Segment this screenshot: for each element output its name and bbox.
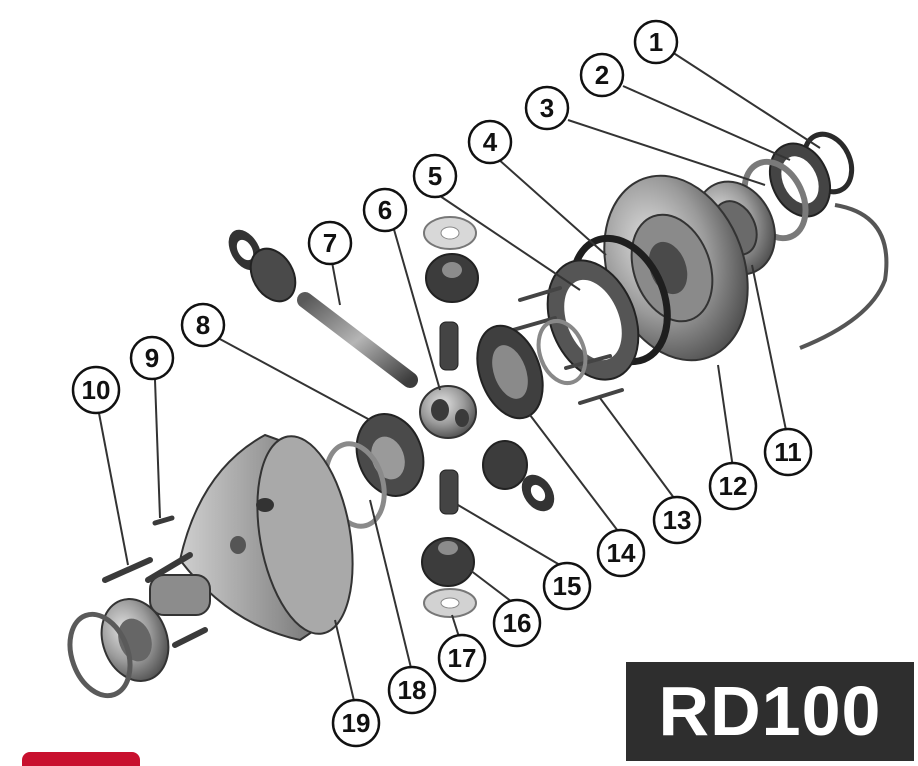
part-9-screw — [152, 515, 175, 526]
svg-text:11: 11 — [774, 437, 802, 467]
pinion-gear-upper — [423, 216, 479, 303]
callout-10: 10 — [71, 365, 121, 415]
svg-text:13: 13 — [663, 505, 692, 535]
callout-2: 2 — [579, 52, 625, 98]
part-15-pin — [439, 469, 459, 515]
svg-text:14: 14 — [607, 538, 636, 568]
part-5-clutch-ring — [546, 259, 640, 381]
svg-text:17: 17 — [448, 643, 477, 673]
svg-text:15: 15 — [553, 571, 582, 601]
part-6-spacer-block — [419, 321, 477, 439]
model-badge: RD100 — [626, 662, 914, 761]
pinion-gear-lower-right — [482, 440, 555, 512]
callout-5: 5 — [412, 153, 458, 199]
callout-15: 15 — [542, 561, 592, 611]
part-12-flange-cap — [603, 174, 749, 362]
part-10-bolts — [102, 552, 208, 648]
callout-11: 11 — [763, 427, 813, 477]
svg-text:12: 12 — [719, 471, 748, 501]
callout-16: 16 — [492, 598, 542, 648]
callout-4: 4 — [467, 119, 513, 165]
svg-text:16: 16 — [503, 608, 532, 638]
callout-8: 8 — [180, 302, 226, 348]
part-7-cross-shaft — [297, 292, 418, 388]
svg-text:1: 1 — [649, 27, 663, 57]
callout-18: 18 — [387, 665, 437, 715]
bearing-lower-left — [67, 598, 170, 699]
corner-tab — [22, 752, 140, 766]
svg-text:2: 2 — [595, 60, 609, 90]
leader-lines — [97, 51, 821, 706]
callout-6: 6 — [362, 187, 408, 233]
side-gear-left-upper — [228, 229, 297, 303]
svg-text:7: 7 — [323, 228, 337, 258]
callout-17: 17 — [437, 633, 487, 683]
svg-text:8: 8 — [196, 310, 210, 340]
svg-text:18: 18 — [398, 675, 427, 705]
svg-text:9: 9 — [145, 343, 159, 373]
part-13-springs — [511, 286, 624, 405]
callout-12: 12 — [708, 461, 758, 511]
part-16-pinion-gear — [421, 537, 475, 587]
svg-text:6: 6 — [378, 195, 392, 225]
part-2-seal — [768, 142, 832, 218]
callout-14: 14 — [596, 528, 646, 578]
part-14-side-gear — [476, 319, 588, 420]
svg-text:10: 10 — [82, 375, 111, 405]
callout-9: 9 — [129, 335, 175, 381]
part-17-thrust-washer — [423, 588, 477, 618]
callout-13: 13 — [652, 495, 702, 545]
svg-text:5: 5 — [428, 161, 442, 191]
model-badge-text: RD100 — [658, 672, 882, 750]
svg-text:19: 19 — [342, 708, 371, 738]
part-19-diff-case — [149, 433, 354, 642]
callout-3: 3 — [524, 85, 570, 131]
callout-7: 7 — [307, 220, 353, 266]
svg-text:3: 3 — [540, 93, 554, 123]
callout-19: 19 — [331, 698, 381, 748]
callout-1: 1 — [633, 19, 679, 65]
svg-text:4: 4 — [483, 127, 498, 157]
